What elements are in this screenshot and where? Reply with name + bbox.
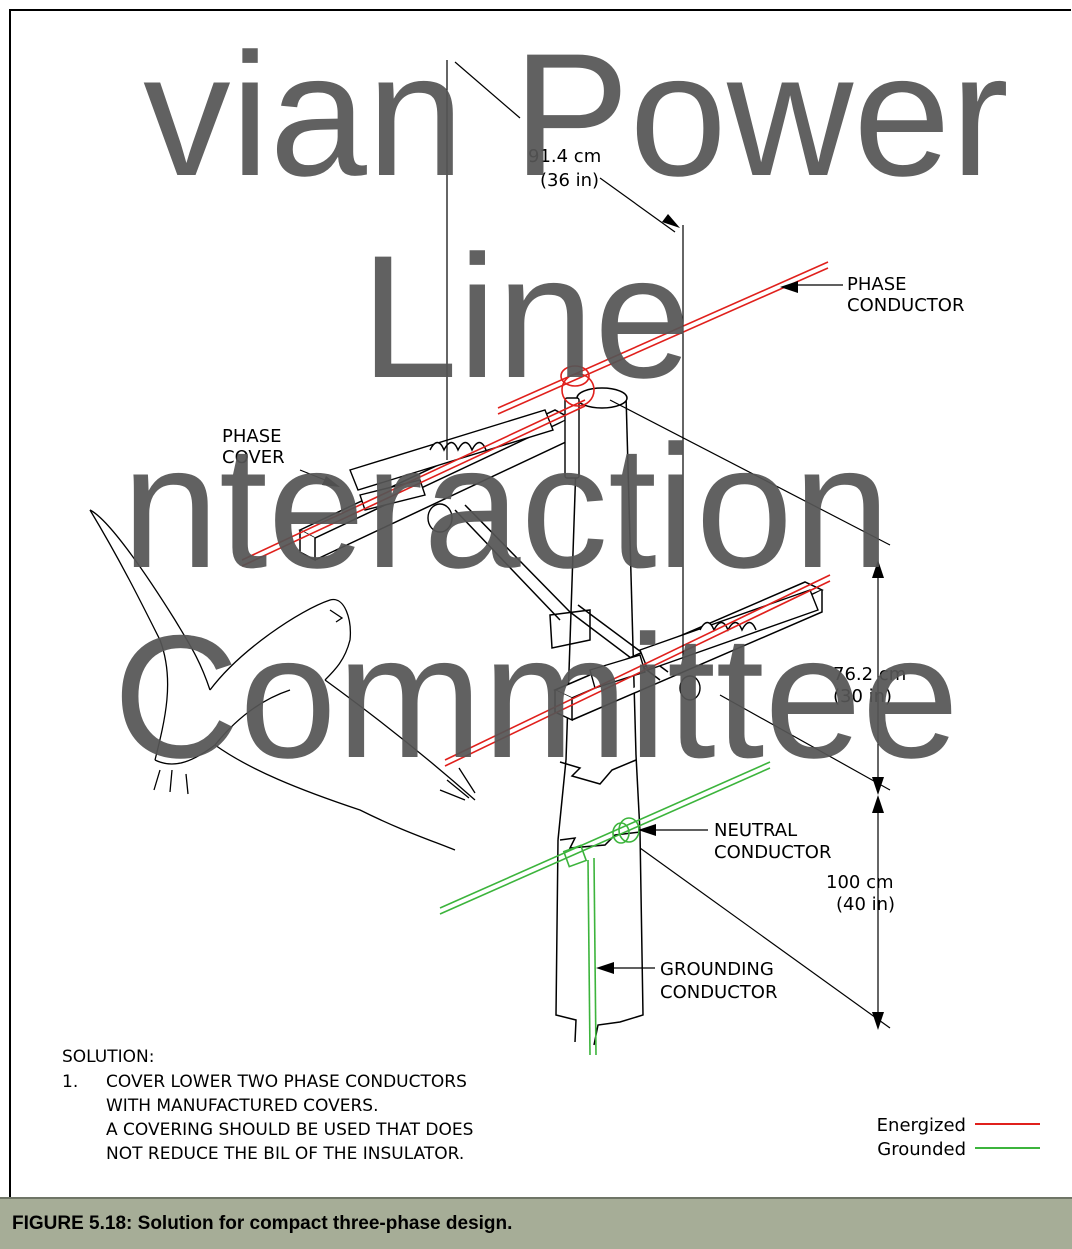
grounding-conductor-label-1: GROUNDING [660,959,774,980]
solution-heading: SOLUTION: [62,1047,154,1067]
phase-conductors [241,261,831,767]
crossarm-braces [454,504,669,681]
drawing-labels: 91.4 cm (36 in) PHASE CONDUCTOR PHASE CO… [62,146,964,1164]
compact-three-phase-drawing: 91.4 cm (36 in) PHASE CONDUCTOR PHASE CO… [62,60,1040,1164]
middle-dimension-cm: 76.2 cm [833,664,906,685]
solution-line-3: A COVERING SHOULD BE USED THAT DOES [106,1120,473,1140]
solution-line-4: NOT REDUCE THE BIL OF THE INSULATOR. [106,1144,464,1164]
phase-conductor-label-2: CONDUCTOR [847,295,964,316]
grounding-conductor-label-2: CONDUCTOR [660,982,777,1003]
dimension-lines [299,60,891,1029]
legend-grounded-label: Grounded [877,1139,966,1160]
bird-illustration [89,509,476,851]
figure-frame [9,9,1071,1197]
top-dimension-cm: 91.4 cm [528,146,601,167]
insulators [427,397,701,701]
neutral-conductor-label-1: NEUTRAL [714,820,797,841]
phase-cover-label-2: COVER [222,447,285,468]
phase-covers [349,409,819,689]
figure-caption-bar: FIGURE 5.18: Solution for compact three-… [0,1197,1072,1249]
solution-line-2: WITH MANUFACTURED COVERS. [106,1096,378,1116]
legend: Energized Grounded [877,1115,1040,1160]
neutral-and-ground [439,761,771,1056]
middle-dimension-in: (30 in) [833,686,892,707]
phase-conductor-label-1: PHASE [847,274,907,295]
figure-caption: FIGURE 5.18: Solution for compact three-… [12,1213,513,1234]
neutral-conductor-label-2: CONDUCTOR [714,842,831,863]
top-dimension-in: (36 in) [540,170,599,191]
lower-dimension-cm: 100 cm [826,872,894,893]
lower-dimension-in: (40 in) [836,894,895,915]
legend-energized-label: Energized [877,1115,966,1136]
dimension-arrowheads [322,214,884,1030]
phase-cover-label-1: PHASE [222,426,282,447]
solution-number: 1. [62,1072,78,1092]
solution-line-1: COVER LOWER TWO PHASE CONDUCTORS [106,1072,467,1092]
